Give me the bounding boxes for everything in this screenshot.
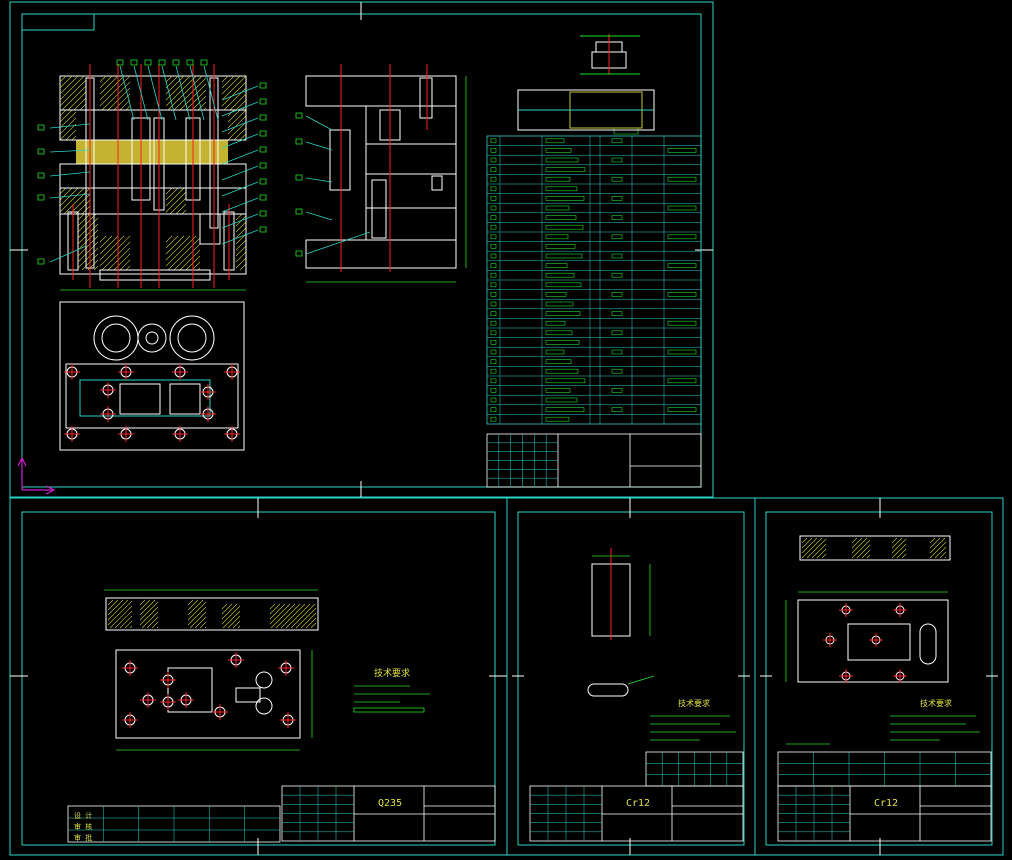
die-assembly-plan-view (59, 301, 245, 451)
part-drawing-template-plate: 技术要求 (104, 589, 430, 751)
ucs-axis-icon (17, 456, 56, 495)
bill-of-materials-table (486, 127, 702, 425)
material-cr12-middle: Cr12 (626, 798, 650, 809)
sheet-right-outer-frame (754, 497, 1004, 856)
drawing-number-box (21, 13, 95, 31)
die-assembly-front-section (37, 59, 267, 291)
tech-requirements-title-right: 技术要求 (920, 698, 952, 708)
tech-requirements-title-middle: 技术要求 (678, 698, 710, 708)
part-drawing-die-plate: 技术要求 (785, 535, 980, 745)
sheet-right-inner-frame (765, 511, 993, 846)
frame-center-marks (10, 2, 998, 855)
sheet-middle-inner-frame (517, 511, 745, 846)
part-drawing-punch: 技术要求 (587, 548, 736, 741)
strip-layout-detail (517, 34, 655, 131)
material-q235: Q235 (378, 798, 402, 809)
signoff-review: 审 核 (74, 822, 92, 831)
elastic-rubber-pad (76, 140, 228, 164)
signoff-approve: 审 批 (74, 833, 92, 842)
tech-requirements-title-left: 技术要求 (374, 667, 410, 679)
signoff-design: 设 计 (74, 811, 92, 820)
die-assembly-side-section (295, 64, 467, 283)
material-cr12-right: Cr12 (874, 798, 898, 809)
